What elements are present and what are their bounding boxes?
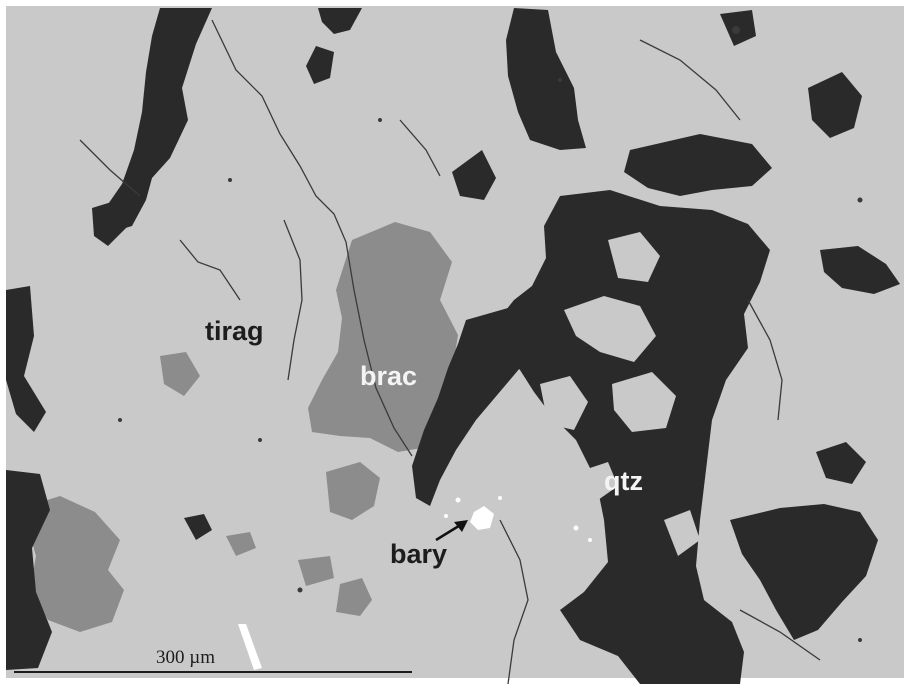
baryte-specks — [238, 496, 592, 670]
fracture-lines — [79, 19, 821, 684]
label-qtz: qtz — [604, 466, 643, 496]
braccianoite-regions — [22, 222, 852, 632]
scale-bar-label: 300 µm — [156, 647, 215, 668]
matrix-islands — [486, 220, 700, 556]
label-bary: bary — [390, 539, 448, 569]
label-brac: brac — [360, 361, 418, 391]
label-tirag: tirag — [205, 316, 264, 346]
pores — [118, 26, 863, 642]
baryte-arrow — [435, 520, 468, 542]
quartz-regions — [6, 8, 900, 684]
